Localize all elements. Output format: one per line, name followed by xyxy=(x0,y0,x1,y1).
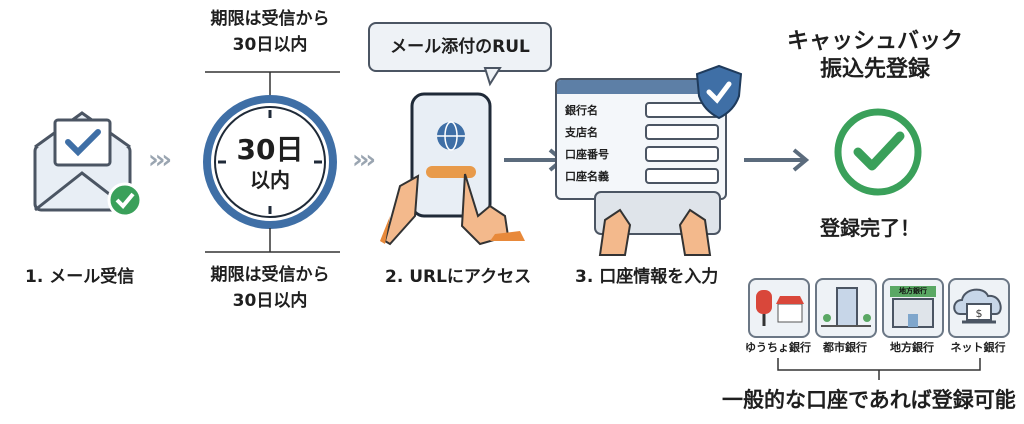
check-circle-icon xyxy=(834,108,922,196)
regional-bank-sign: 地方銀行 xyxy=(890,286,936,297)
chevrons-icon: ››› xyxy=(352,145,376,175)
field-label-holder: 口座名義 xyxy=(565,170,609,183)
deadline-bottom-line1: 期限は受信から xyxy=(210,265,330,285)
result-title-line2: 振込先登録 xyxy=(819,57,930,82)
cloud-laptop-icon: $ xyxy=(953,288,1002,324)
bank-label-net: ネット銀行 xyxy=(950,341,1006,354)
chevrons-icon: ››› xyxy=(148,145,172,175)
field-label-branch: 支店名 xyxy=(565,126,598,139)
step3-label: 3. 口座情報を入力 xyxy=(575,267,719,287)
post-office-icon xyxy=(756,290,804,326)
arrow-right-icon xyxy=(744,148,810,172)
bank-card-yucho xyxy=(748,278,810,338)
bank-building-icon xyxy=(892,298,934,328)
bank-label-city: 都市銀行 xyxy=(823,341,867,354)
office-building-icon xyxy=(821,287,871,327)
window-titlebar xyxy=(557,80,725,94)
account-holder-input[interactable] xyxy=(645,168,719,184)
clock-text: 30日 以内 xyxy=(222,135,318,195)
bank-card-city xyxy=(815,278,877,338)
account-number-input[interactable] xyxy=(645,146,719,162)
deadline-bottom: 期限は受信から 30日以内 xyxy=(195,262,345,314)
speech-bubble: メール添付のRUL xyxy=(368,22,552,72)
keyboard-hands-icon xyxy=(594,191,721,256)
step1-label: 1. メール受信 xyxy=(25,267,135,287)
bank-card-net: $ xyxy=(948,278,1010,338)
smartphone-tap-icon xyxy=(380,67,525,246)
banks-note: 一般的な口座であれば登録可能 xyxy=(722,388,1016,412)
field-label-bank: 銀行名 xyxy=(565,104,598,117)
branch-name-input[interactable] xyxy=(645,124,719,140)
result-title: キャッシュバック 振込先登録 xyxy=(760,28,990,84)
deadline-top-line2: 30日以内 xyxy=(232,35,308,55)
field-label-number: 口座番号 xyxy=(565,148,609,161)
clock-icon xyxy=(203,71,340,253)
bank-form-window: 銀行名 支店名 口座番号 口座名義 xyxy=(555,78,727,200)
deadline-top-line1: 期限は受信から xyxy=(210,9,330,29)
deadline-bottom-line2: 30日以内 xyxy=(232,291,308,311)
registration-done: 登録完了！ xyxy=(820,216,920,240)
bank-label-regional: 地方銀行 xyxy=(890,341,934,354)
deadline-top: 期限は受信から 30日以内 xyxy=(195,6,345,58)
result-title-line1: キャッシュバック xyxy=(786,29,963,54)
envelope-icon xyxy=(33,111,143,218)
bracket-line xyxy=(777,358,981,380)
bank-label-yucho: ゆうちょ銀行 xyxy=(745,341,811,354)
svg-text:$: $ xyxy=(976,307,983,320)
bank-card-regional: 地方銀行 xyxy=(882,278,944,338)
step2-label: 2. URLにアクセス xyxy=(385,267,532,287)
clock-line2: 以内 xyxy=(250,168,290,192)
clock-line1: 30日 xyxy=(236,133,304,166)
shield-check-icon xyxy=(695,64,743,120)
